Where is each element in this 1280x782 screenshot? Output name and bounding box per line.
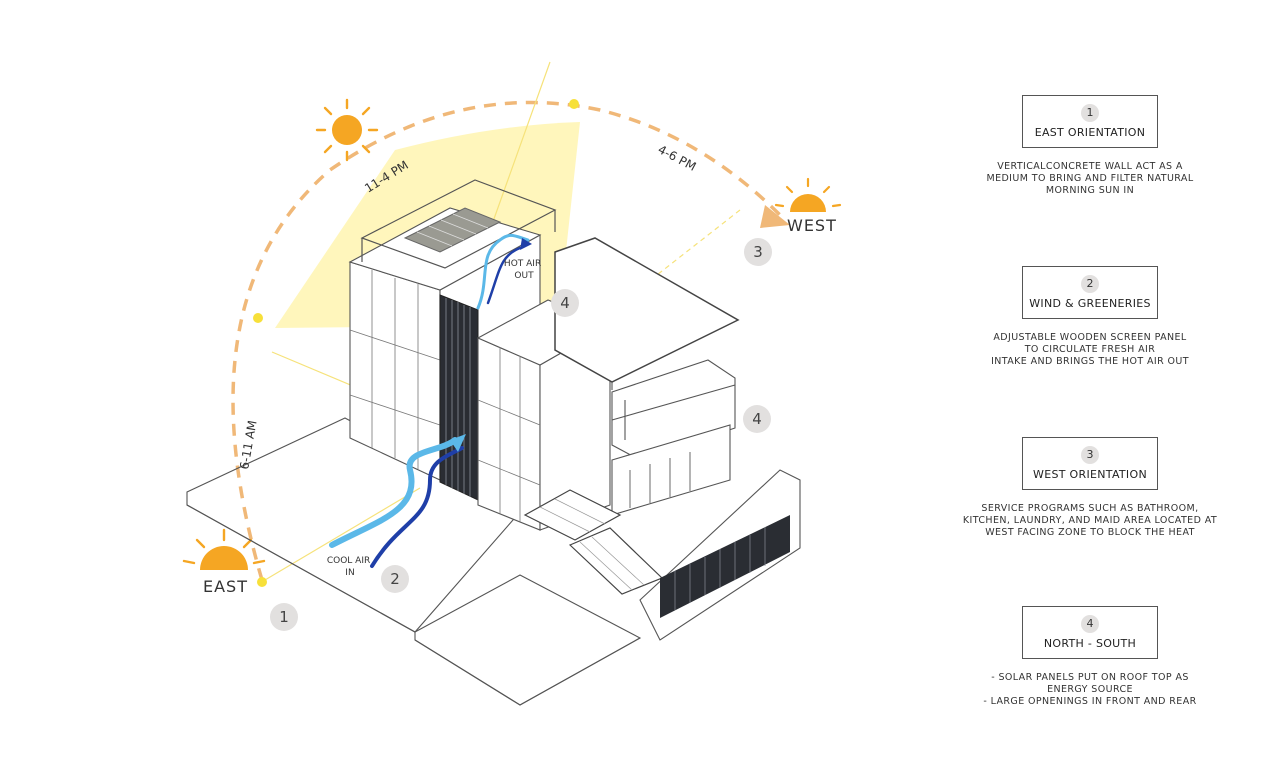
site-base xyxy=(186,417,801,706)
screen-slats xyxy=(445,298,471,497)
marker-1: 1 xyxy=(270,603,298,631)
legend-description: SERVICE PROGRAMS SUCH AS BATHROOM, KITCH… xyxy=(962,503,1218,538)
sun-path-arc xyxy=(231,100,782,581)
svg-text:3: 3 xyxy=(753,243,763,261)
sun-icon-morning xyxy=(182,528,266,570)
legend-item-wind-greeneries: 2 WIND & GREENERIES ADJUSTABLE WOODEN SC… xyxy=(900,266,1280,368)
cool-air-line-2: IN xyxy=(345,568,354,578)
legend-box: 2 WIND & GREENERIES xyxy=(1022,266,1158,319)
svg-text:2: 2 xyxy=(390,570,400,588)
sun-path-arrowhead xyxy=(760,205,790,228)
tower-roof-frame xyxy=(360,179,557,269)
legend-item-north-south: 4 NORTH - SOUTH - SOLAR PANELS PUT ON RO… xyxy=(900,606,1280,708)
main-roof-slab xyxy=(554,237,740,390)
legend-number: 1 xyxy=(1081,104,1099,122)
canopy-slats xyxy=(539,498,645,591)
svg-text:1: 1 xyxy=(279,608,289,626)
hot-air-line-2: OUT xyxy=(514,271,534,281)
legend-title: NORTH - SOUTH xyxy=(1043,637,1137,650)
marker-2: 2 xyxy=(381,565,409,593)
building-diagram: EAST WEST 6-11 AM 11-4 PM 4-6 PM COOL AI… xyxy=(182,61,842,706)
legend-panel: 1 EAST ORIENTATION VERTICALCONCRETE WALL… xyxy=(900,0,1280,782)
front-fence xyxy=(660,515,790,618)
legend-box: 1 EAST ORIENTATION xyxy=(1022,95,1158,148)
legend-title: EAST ORIENTATION xyxy=(1034,126,1146,139)
legend-box: 4 NORTH - SOUTH xyxy=(1022,606,1158,659)
solar-panels xyxy=(403,207,502,253)
legend-number: 3 xyxy=(1081,446,1099,464)
time-label-morning: 6-11 AM xyxy=(237,419,259,470)
hot-air-label: HOT AIR OUT xyxy=(504,259,544,281)
legend-number: 2 xyxy=(1081,275,1099,293)
legend-description: VERTICALCONCRETE WALL ACT AS A MEDIUM TO… xyxy=(986,161,1194,196)
sun-icon-noon xyxy=(315,98,379,162)
legend-description: ADJUSTABLE WOODEN SCREEN PANEL TO CIRCUL… xyxy=(991,332,1189,367)
tower-panel-lines xyxy=(349,270,441,469)
marker-4-roof: 4 xyxy=(551,289,579,317)
legend-item-west-orientation: 3 WEST ORIENTATION SERVICE PROGRAMS SUCH… xyxy=(900,437,1280,539)
legend-number: 4 xyxy=(1081,615,1099,633)
cool-air-label: COOL AIR IN xyxy=(327,556,373,578)
cool-air-arrow xyxy=(329,434,466,568)
right-lower-floor xyxy=(611,424,731,516)
svg-text:4: 4 xyxy=(752,410,762,428)
hot-air-arrow xyxy=(476,233,532,310)
front-tower-lines xyxy=(477,347,541,522)
legend-description: - SOLAR PANELS PUT ON ROOF TOP AS ENERGY… xyxy=(983,672,1197,707)
legend-item-east-orientation: 1 EAST ORIENTATION VERTICALCONCRETE WALL… xyxy=(900,95,1280,197)
east-label: EAST xyxy=(203,577,248,596)
marker-3: 3 xyxy=(744,238,772,266)
svg-text:4: 4 xyxy=(560,294,570,312)
legend-title: WIND & GREENERIES xyxy=(1029,297,1151,310)
fence-slats xyxy=(674,527,766,610)
legend-title: WEST ORIENTATION xyxy=(1033,468,1147,481)
legend-box: 3 WEST ORIENTATION xyxy=(1022,437,1158,490)
cool-air-line-1: COOL AIR xyxy=(327,556,370,566)
marker-4-side: 4 xyxy=(743,405,771,433)
front-tower xyxy=(476,299,612,531)
hot-air-line-1: HOT AIR xyxy=(504,259,541,269)
sun-icon-evening xyxy=(774,177,842,212)
entrance-canopy xyxy=(523,489,664,595)
west-label: WEST xyxy=(787,216,837,235)
